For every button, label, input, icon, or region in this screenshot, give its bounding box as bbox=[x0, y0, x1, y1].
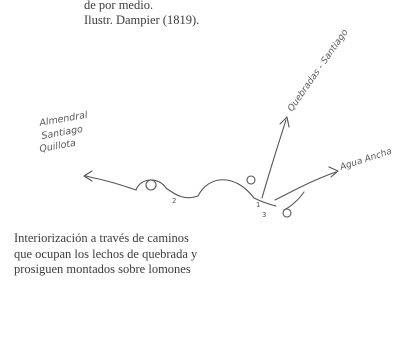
bottom-caption-line-3: prosiguen montados sobre lomones bbox=[14, 262, 191, 276]
label-right: Agua Ancha bbox=[338, 147, 393, 174]
road-sketch-diagram: Almendral Santiago Quillota Quebradas - … bbox=[38, 27, 394, 219]
number-3: 3 bbox=[262, 211, 266, 219]
hill-left bbox=[135, 179, 167, 191]
ground-line-right bbox=[253, 197, 277, 207]
arrow-right-head bbox=[328, 166, 339, 178]
arrow-left-head bbox=[83, 170, 93, 182]
bottom-caption-line-1: Interiorización a través de caminos bbox=[14, 231, 189, 245]
arrow-up-line bbox=[261, 119, 287, 199]
ground-line-left bbox=[93, 177, 137, 191]
top-caption-line-2: Ilustr. Dampier (1819). bbox=[84, 13, 200, 27]
top-caption: de por medio. Ilustr. Dampier (1819). bbox=[84, 0, 199, 28]
ground-line-end bbox=[283, 191, 305, 211]
ground-line-middle bbox=[165, 187, 199, 199]
bottom-caption: Interiorización a través de caminos que … bbox=[14, 231, 314, 278]
label-upper-right: Quebradas - Santiago bbox=[286, 27, 351, 113]
circle-left bbox=[145, 179, 157, 191]
number-2: 2 bbox=[172, 197, 176, 205]
number-1: 1 bbox=[256, 201, 260, 209]
top-caption-line-1: de por medio. bbox=[84, 0, 154, 12]
bottom-caption-line-2: que ocupan los lechos de quebrada y bbox=[14, 246, 198, 261]
circle-right bbox=[282, 208, 292, 218]
arrow-up-head bbox=[279, 116, 290, 128]
arrow-right-line bbox=[274, 171, 337, 201]
hill-main bbox=[197, 179, 255, 199]
circle-center bbox=[246, 175, 256, 185]
arrow-left-line bbox=[85, 175, 95, 179]
